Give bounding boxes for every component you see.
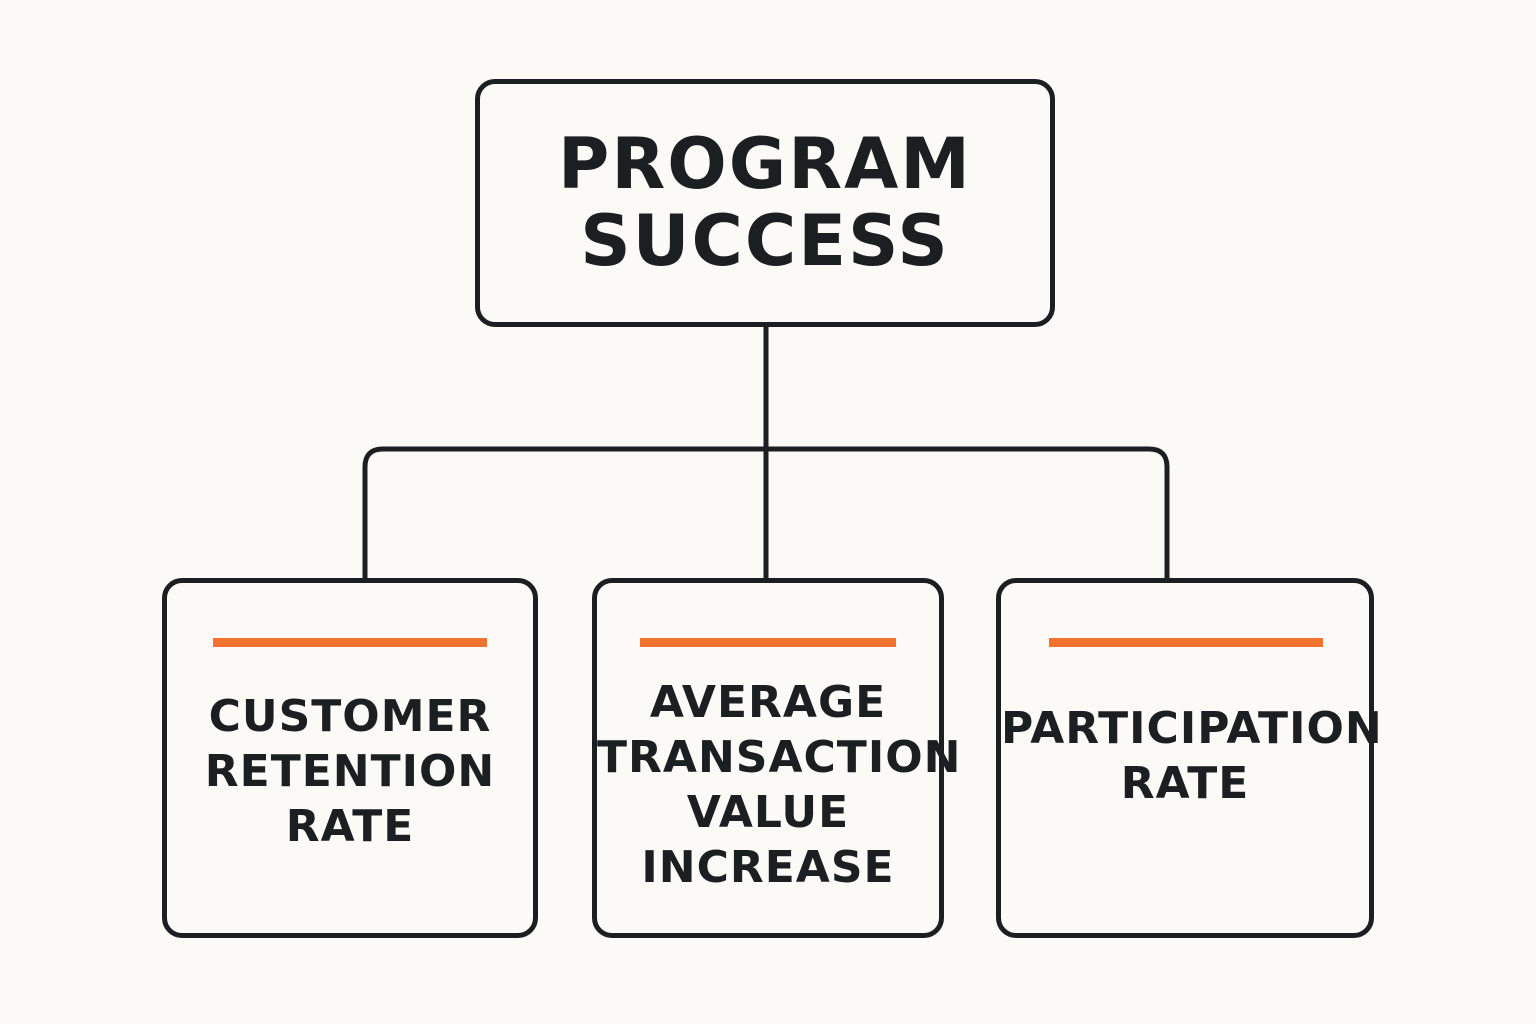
node-label: PARTICIPATION RATE [1001, 701, 1383, 811]
root-node-program-success: PROGRAM SUCCESS [475, 79, 1055, 327]
child-node-average-transaction-value-increase: AVERAGE TRANSACTION VALUE INCREASE [592, 578, 962, 938]
node-label-line: CUSTOMER [208, 691, 492, 742]
node-label: AVERAGE TRANSACTION VALUE INCREASE [597, 675, 962, 895]
node-label-line: RETENTION [204, 746, 496, 797]
node-label-line: PARTICIPATION [1001, 703, 1383, 754]
root-title-line-1: PROGRAM [558, 123, 972, 205]
node-label-line: AVERAGE [649, 677, 887, 728]
node-label: CUSTOMER RETENTION RATE [167, 689, 533, 854]
accent-bar [640, 638, 896, 647]
accent-bar [1049, 638, 1323, 647]
node-label-line: VALUE [686, 787, 850, 838]
node-label-line: RATE [1120, 758, 1250, 809]
child-node-customer-retention-rate: CUSTOMER RETENTION RATE [162, 578, 538, 938]
node-label-line: TRANSACTION [597, 732, 962, 783]
node-label-line: INCREASE [641, 842, 895, 893]
root-title-line-2: SUCCESS [580, 200, 950, 282]
accent-bar [213, 638, 487, 647]
node-label-line: RATE [285, 801, 415, 852]
connector-branch [362, 446, 1170, 578]
child-node-participation-rate: PARTICIPATION RATE [996, 578, 1383, 938]
